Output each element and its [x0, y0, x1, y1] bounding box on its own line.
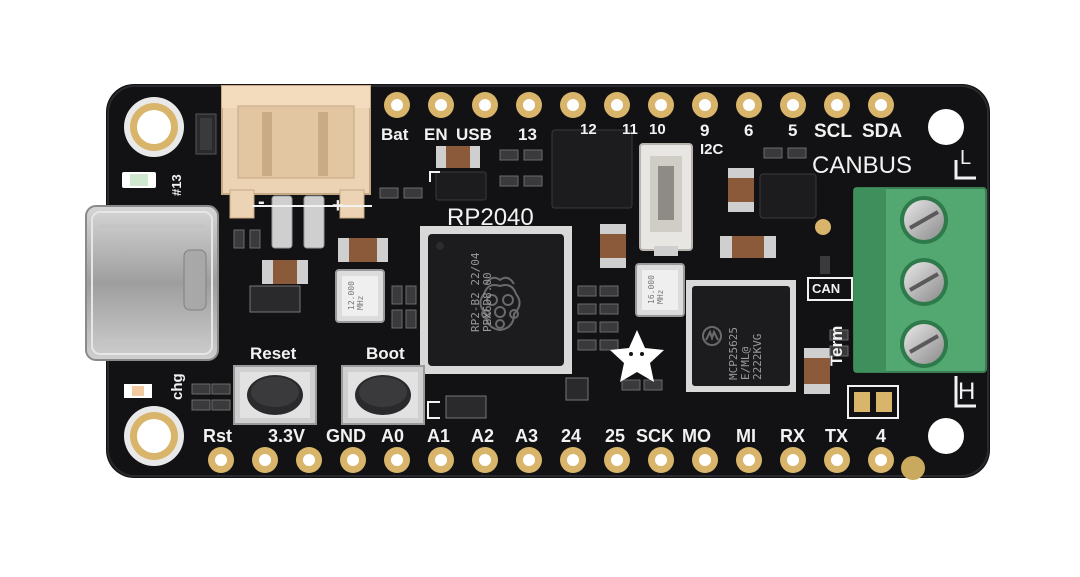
pin-label-9: 9: [700, 121, 710, 140]
pin-label-sck: SCK: [636, 426, 675, 446]
mounting-hole-tr: [921, 102, 971, 152]
i2c-label: I2C: [700, 141, 724, 158]
pin-label-5: 5: [788, 121, 798, 140]
pin-label-a0: A0: [381, 426, 405, 446]
crystal-16mhz-marking: 16.000 MHz: [647, 275, 665, 304]
pin-label-bat: Bat: [381, 125, 409, 144]
pin-label-tx: TX: [825, 426, 849, 446]
mounting-hole-br: [921, 411, 971, 461]
pin-label-4: 4: [876, 426, 887, 446]
pin-label-25: 25: [605, 426, 626, 446]
pin-label-6: 6: [744, 121, 754, 140]
pin-label-11: 11: [622, 121, 638, 138]
pin-label-en: EN: [424, 125, 448, 144]
pin-label-usb: USB: [456, 125, 492, 144]
mounting-hole-bl: [124, 406, 184, 466]
top-pin-pads: [384, 92, 894, 118]
can-h-label: H: [958, 378, 976, 405]
boot-label: Boot: [366, 344, 405, 363]
pin-label-a1: A1: [427, 426, 451, 446]
pin-label-mi: MI: [736, 426, 756, 446]
pin-label-10: 10: [649, 121, 666, 138]
chg-label: chg: [169, 373, 186, 400]
led13-label: #13: [169, 174, 184, 196]
pin-label-scl: SCL: [814, 121, 852, 142]
boot-button[interactable]: [341, 365, 425, 425]
pin-label-gnd: GND: [326, 426, 366, 446]
can-chip-label: CAN: [812, 281, 841, 296]
star-logo: [610, 330, 664, 382]
battery-minus-label: -: [258, 191, 265, 213]
jst-battery-connector: [221, 85, 371, 249]
capacitors: [262, 146, 830, 394]
stemma-qt-connector: [639, 143, 693, 256]
rp2040-marking: RP2-B2 22/04 PBX6D8.00: [469, 252, 495, 332]
reset-button[interactable]: [233, 365, 317, 425]
rp2040-chip: [420, 226, 572, 374]
mcp25625-marking: MCP25625 E/ML@ 2222KVG: [727, 327, 765, 380]
pin-label-24: 24: [561, 426, 582, 446]
mcp25625-chip: [686, 280, 796, 392]
pin-label-a3: A3: [515, 426, 539, 446]
mcu-label: RP2040: [447, 204, 534, 231]
pin-label-mo: MO: [682, 426, 711, 446]
pin-label-sda: SDA: [862, 121, 903, 142]
pin-label-3v3: 3.3V: [268, 426, 306, 446]
usb-c-connector: [85, 205, 219, 361]
pin-label-12: 12: [580, 121, 597, 138]
pin-label-rx: RX: [780, 426, 806, 446]
can-terminal-block: [853, 187, 987, 373]
pin-label-13: 13: [518, 125, 537, 144]
pin-label-a2: A2: [471, 426, 495, 446]
bottom-pin-pads: [208, 447, 894, 473]
canbus-label: CANBUS: [812, 152, 913, 179]
pin-label-rst: Rst: [203, 426, 233, 446]
can-l-label: L: [960, 147, 972, 169]
reset-label: Reset: [250, 344, 297, 363]
crystal-12mhz-marking: 12.000 MHz: [347, 281, 365, 310]
passives: [191, 147, 849, 411]
battery-plus-label: +: [332, 195, 344, 217]
term-label: Term: [827, 325, 846, 366]
mounting-hole-tl: [124, 97, 184, 157]
